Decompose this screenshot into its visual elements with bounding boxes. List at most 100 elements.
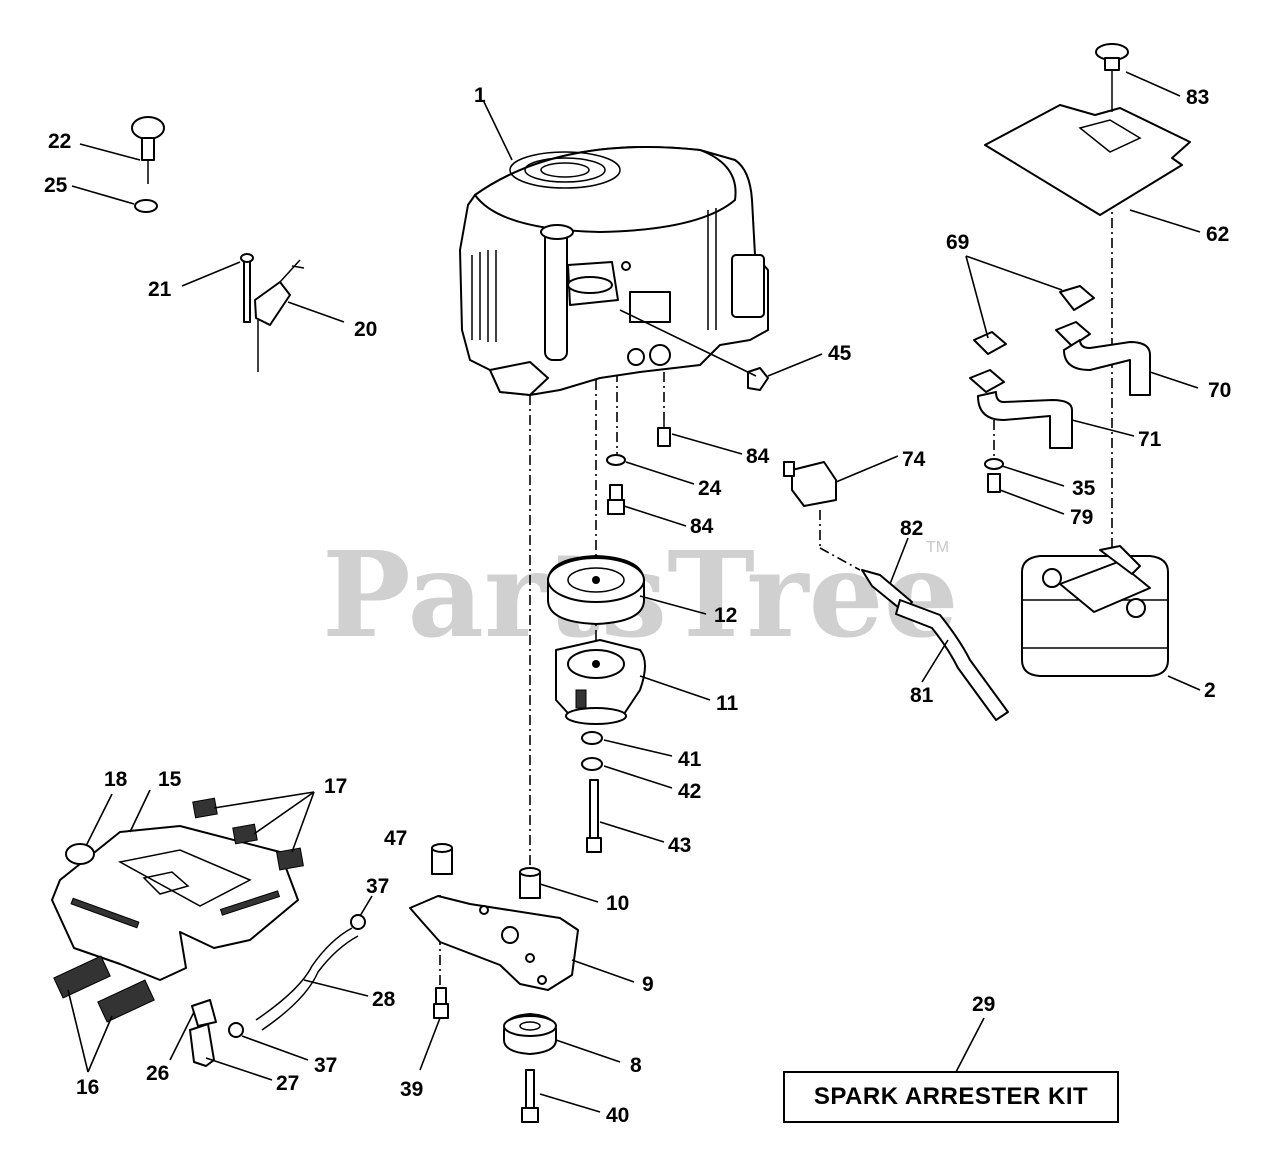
throttle-cable bbox=[279, 259, 305, 283]
leader-17-a bbox=[213, 791, 315, 809]
exhaust-pipe-71 bbox=[977, 391, 1073, 449]
oil-filter-cap bbox=[567, 276, 613, 294]
idler-bracket-hole-3 bbox=[537, 975, 547, 985]
leader-17-b bbox=[253, 791, 315, 835]
bolt-39 bbox=[433, 987, 449, 1019]
leader-81 bbox=[921, 639, 949, 683]
pto-clutch-connector bbox=[575, 689, 587, 709]
callout-18: 18 bbox=[104, 768, 128, 791]
pto-clutch-bore bbox=[592, 660, 600, 668]
leader-84-upper bbox=[671, 433, 743, 455]
idler-bracket-hole-2 bbox=[525, 953, 535, 963]
fuel-valve-27 bbox=[189, 1023, 215, 1067]
leader-37-lower bbox=[241, 1035, 309, 1061]
knob-22-head bbox=[131, 116, 165, 140]
pto-clutch bbox=[555, 639, 646, 725]
engine-side-cover bbox=[731, 254, 765, 318]
engine-mount-hole bbox=[621, 261, 631, 271]
fuel-tank-top-panel bbox=[117, 849, 252, 907]
leader-71 bbox=[1071, 419, 1135, 437]
callout-39: 39 bbox=[400, 1078, 423, 1101]
engine-flywheel-cover bbox=[474, 146, 737, 233]
callout-81: 81 bbox=[910, 684, 934, 707]
bolt-40-shank bbox=[525, 1069, 535, 1111]
callout-45: 45 bbox=[828, 342, 852, 365]
dipstick-tube bbox=[544, 229, 568, 361]
gasket-upper-right bbox=[1059, 285, 1095, 311]
bolt-40-head bbox=[521, 1107, 539, 1123]
callout-8: 8 bbox=[630, 1054, 642, 1077]
leader-1 bbox=[483, 101, 513, 161]
idler-pulley-8 bbox=[503, 1013, 557, 1055]
hose-clamp-37-upper bbox=[350, 914, 366, 930]
washer-24 bbox=[606, 454, 626, 466]
callout-20: 20 bbox=[354, 318, 377, 341]
leader-21 bbox=[181, 261, 241, 287]
bolt-43-shank bbox=[589, 779, 599, 841]
engine-assembly bbox=[459, 146, 769, 396]
washer-41 bbox=[581, 731, 603, 745]
callout-10: 10 bbox=[606, 892, 629, 915]
leader-24 bbox=[625, 461, 695, 485]
pulley-12-hub bbox=[567, 567, 625, 593]
pulley-12 bbox=[547, 555, 645, 625]
callout-26: 26 bbox=[146, 1062, 169, 1085]
spacer-10 bbox=[519, 867, 541, 899]
callout-1: 1 bbox=[474, 84, 486, 107]
washer-25 bbox=[134, 199, 158, 213]
bolt-43-head bbox=[586, 837, 602, 853]
leader-82 bbox=[889, 537, 909, 585]
leader-10 bbox=[539, 883, 599, 903]
callout-17: 17 bbox=[324, 775, 347, 798]
callout-numbers: 1 2 8 9 10 11 12 15 16 17 18 20 21 22 24… bbox=[44, 84, 1231, 1127]
leader-11 bbox=[639, 675, 711, 701]
engine-mount-hole-right bbox=[649, 344, 671, 366]
leader-70 bbox=[1149, 371, 1199, 389]
callout-84-upper: 84 bbox=[746, 445, 770, 468]
idler-bracket-9 bbox=[409, 895, 579, 991]
fuel-cap-18 bbox=[65, 843, 95, 865]
callout-82: 82 bbox=[900, 517, 923, 540]
exhaust-pipe-70 bbox=[1063, 339, 1151, 396]
leader-43 bbox=[599, 821, 665, 843]
callout-43: 43 bbox=[668, 834, 691, 857]
idler-bracket-boss bbox=[501, 926, 519, 944]
heat-shield bbox=[984, 104, 1191, 216]
fuel-tank bbox=[51, 825, 299, 981]
callout-22: 22 bbox=[48, 130, 71, 153]
gasket-upper-left bbox=[973, 331, 1007, 355]
fuel-tank-body bbox=[51, 825, 299, 981]
callout-16: 16 bbox=[76, 1076, 99, 1099]
hose-clamp-37-lower bbox=[228, 1022, 244, 1038]
callout-70: 70 bbox=[1208, 379, 1231, 402]
muffler bbox=[1021, 545, 1169, 677]
callout-12: 12 bbox=[714, 604, 737, 627]
engine-mount-foot-left bbox=[489, 361, 549, 396]
tank-pads-17 bbox=[192, 797, 304, 871]
leader-45 bbox=[767, 353, 823, 377]
muffler-outlet bbox=[1042, 568, 1062, 588]
callout-24: 24 bbox=[698, 477, 722, 500]
leader-69-a bbox=[965, 255, 989, 339]
throttle-screw-21-head bbox=[240, 253, 254, 263]
tank-pad-17-b bbox=[232, 823, 258, 845]
exhaust-gaskets bbox=[969, 285, 1095, 393]
leader-42 bbox=[603, 765, 673, 789]
spacer-10-top bbox=[519, 867, 541, 877]
leader-17-c bbox=[291, 791, 315, 853]
tank-pads-16 bbox=[53, 955, 155, 1023]
leader-27 bbox=[205, 1057, 273, 1081]
leader-45-engine bbox=[619, 309, 757, 377]
tank-pad-16-a bbox=[53, 955, 111, 999]
fuel-hose-28-a bbox=[255, 927, 353, 1021]
callout-40: 40 bbox=[606, 1104, 629, 1127]
idler-pulley-8-top bbox=[503, 1015, 557, 1037]
pulley-12-bore bbox=[592, 576, 600, 584]
bolt-84-upper bbox=[657, 420, 671, 447]
leader-79 bbox=[999, 489, 1065, 515]
leader-74 bbox=[835, 455, 899, 483]
shield-knob-neck bbox=[1104, 57, 1120, 71]
callout-83: 83 bbox=[1186, 86, 1209, 109]
callout-29: 29 bbox=[972, 993, 995, 1016]
